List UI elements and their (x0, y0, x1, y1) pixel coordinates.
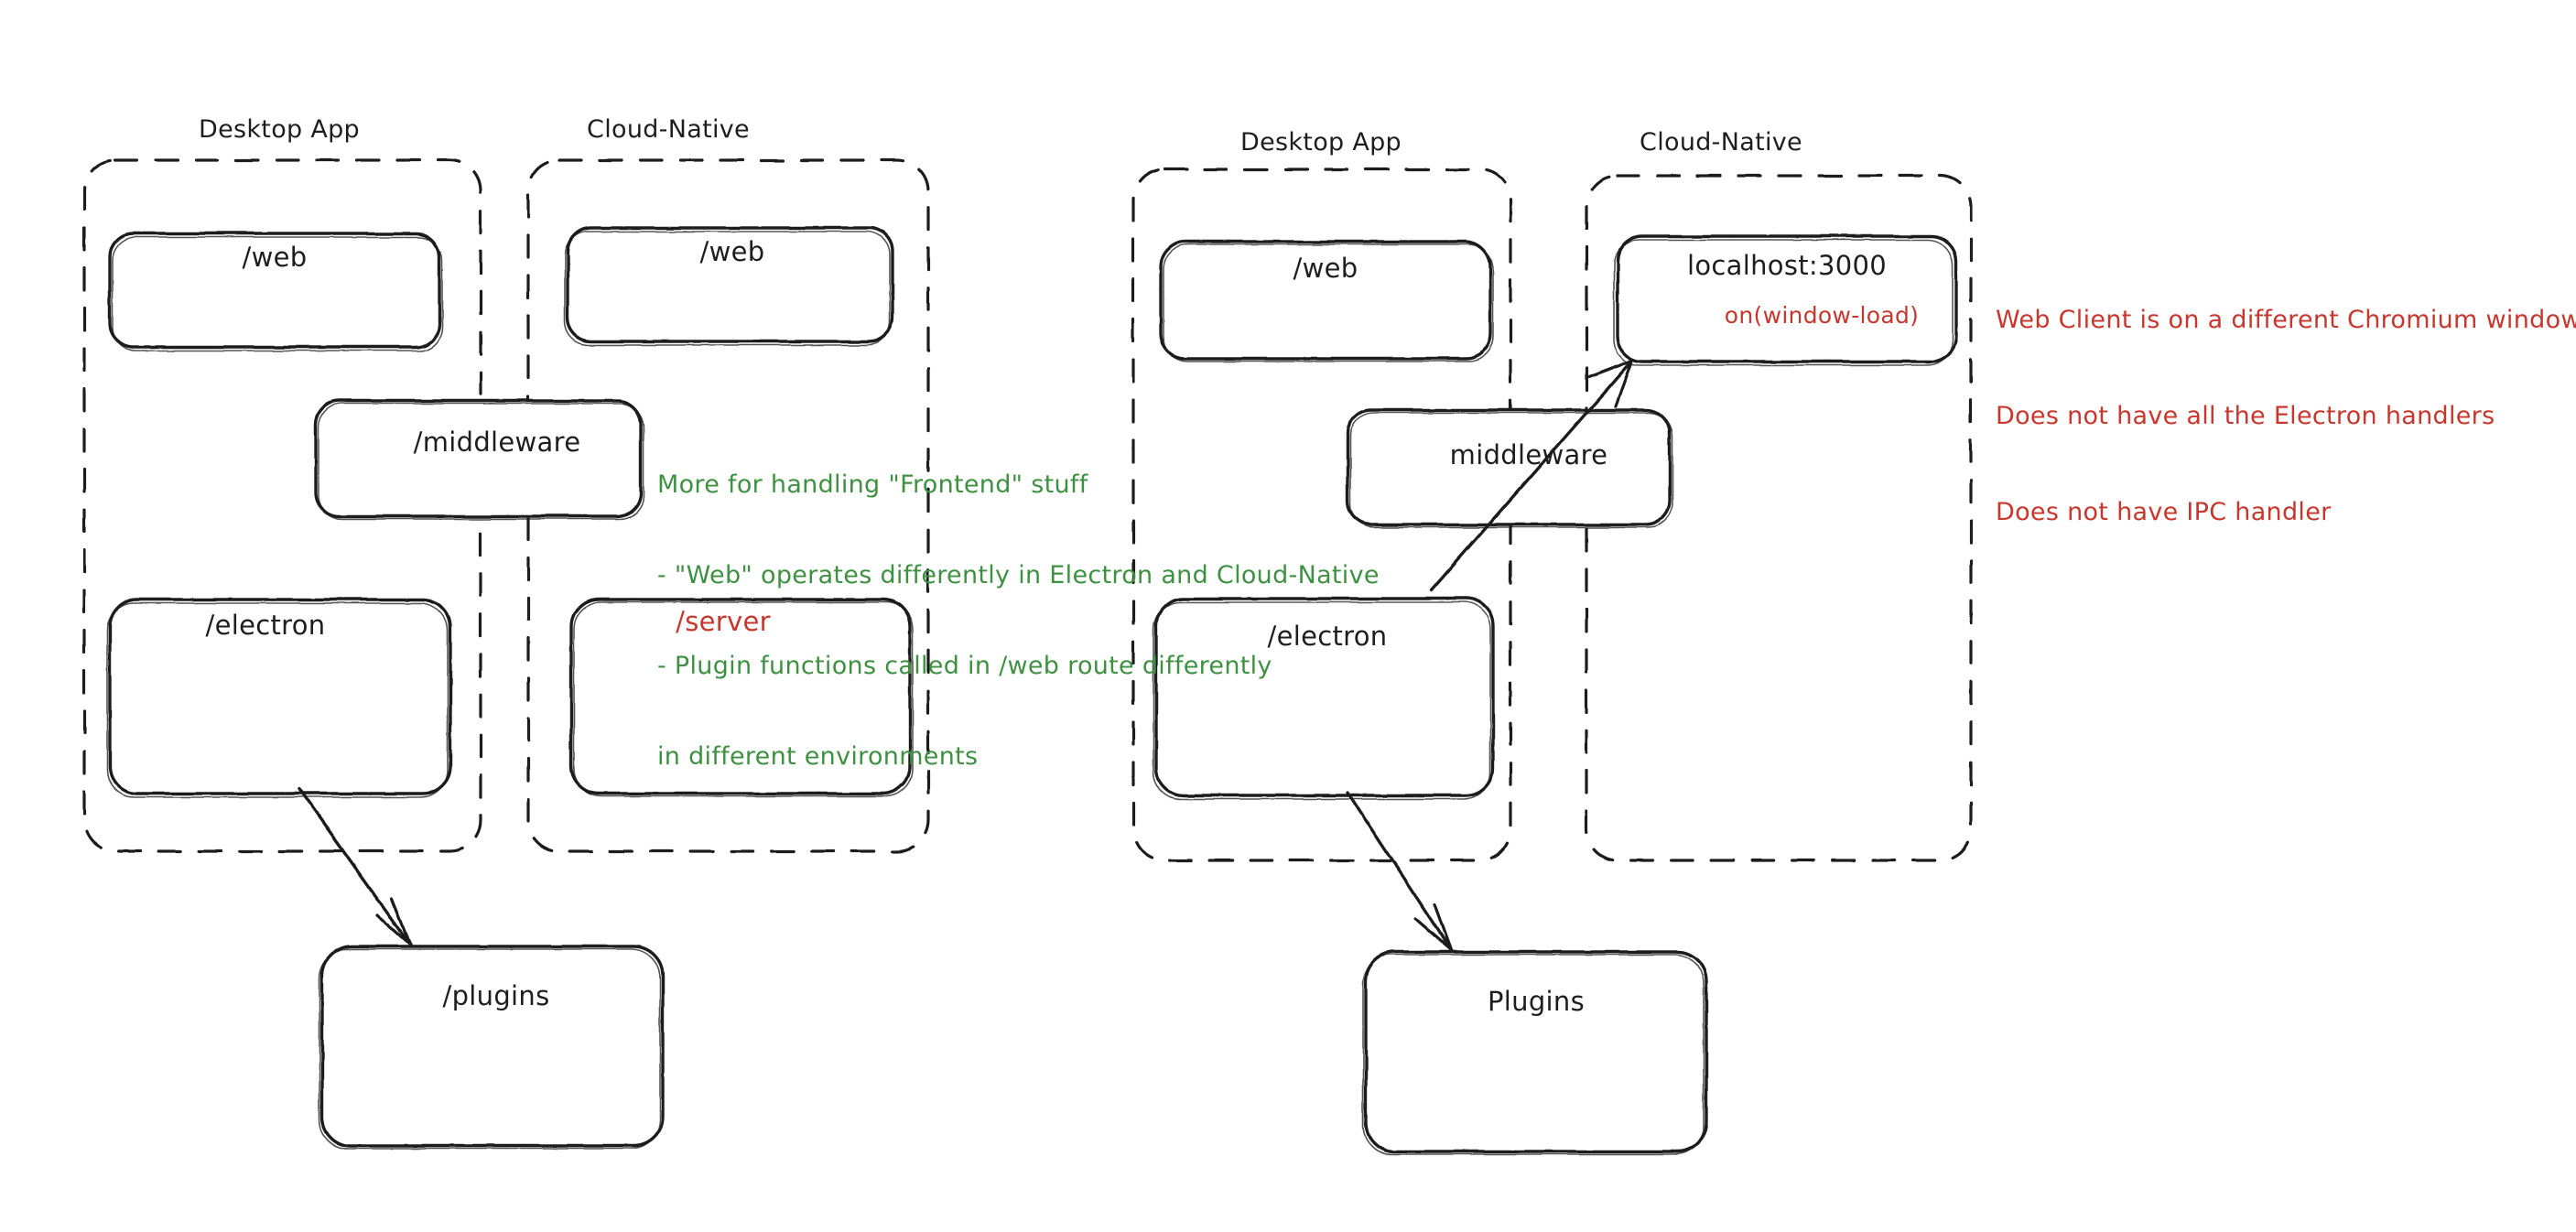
node-box-right-localhost[interactable] (1616, 234, 1958, 363)
node-box-right-desktop-web[interactable] (1159, 240, 1492, 361)
node-label-left-middleware: /middleware (413, 427, 581, 458)
node-label-left-plugins: /plugins (442, 980, 550, 1011)
node-sublabel-right-localhost-on-window-load: on(window-load) (1724, 302, 1920, 329)
node-box-left-plugins[interactable] (320, 945, 665, 1148)
node-label-right-desktop-web: /web (1293, 253, 1358, 284)
group-box-right-cloud-native (1585, 174, 1973, 862)
annotation-green-line-4: in different environments (657, 742, 979, 771)
node-box-left-plugins-shadow (319, 948, 661, 1150)
node-box-right-plugins[interactable] (1364, 950, 1708, 1153)
annotation-red-line-3: Does not have IPC handler (1996, 498, 2332, 526)
arrow-right-electron-to-localhost (1429, 359, 1634, 592)
arrow-right-electron-to-plugins (1346, 791, 1453, 952)
node-box-left-middleware[interactable] (314, 399, 643, 518)
node-box-left-server-shadow (573, 601, 914, 797)
node-box-right-desktop-web-shadow (1163, 243, 1494, 362)
group-box-left-cloud-native (526, 158, 930, 853)
annotation-green-line-1: More for handling "Frontend" stuff (657, 470, 1088, 499)
node-box-right-plugins-shadow (1362, 954, 1705, 1155)
node-label-left-electron: /electron (205, 610, 326, 641)
node-box-left-middleware-shadow (318, 403, 644, 520)
node-label-right-localhost: localhost:3000 (1687, 250, 1887, 281)
group-label-right-cloud-native: Cloud-Native (1640, 128, 1802, 157)
group-label-left-desktop-app: Desktop App (199, 115, 360, 144)
node-label-right-plugins: Plugins (1488, 986, 1585, 1017)
node-label-left-server: /server (676, 606, 771, 637)
node-label-right-electron: /electron (1267, 621, 1388, 652)
node-box-left-desktop-web-shadow (112, 236, 443, 351)
node-box-left-desktop-web[interactable] (108, 232, 441, 349)
group-label-right-desktop-app: Desktop App (1240, 128, 1402, 157)
node-box-left-server[interactable] (569, 598, 912, 795)
annotation-green-line-2: - "Web" operates differently in Electron… (657, 561, 1380, 589)
annotation-red-line-2: Does not have all the Electron handlers (1996, 402, 2495, 430)
node-box-right-electron[interactable] (1154, 597, 1495, 797)
arrow-left-electron-to-plugins (298, 787, 412, 946)
annotation-green-note: More for handling "Frontend" stuff - "We… (657, 409, 1380, 802)
node-box-right-localhost-shadow (1613, 239, 1954, 366)
node-label-left-desktop-web: /web (242, 242, 308, 273)
annotation-red-line-1: Web Client is on a different Chromium wi… (1996, 306, 2576, 334)
group-label-left-cloud-native: Cloud-Native (587, 115, 750, 144)
annotation-red-note: Web Client is on a different Chromium wi… (1996, 240, 2576, 560)
node-label-right-middleware: middleware (1449, 439, 1608, 470)
node-box-left-electron[interactable] (108, 598, 452, 795)
node-label-left-cloud-web: /web (699, 236, 765, 267)
annotation-green-line-3: - Plugin functions called in /web route … (657, 652, 1272, 680)
node-box-right-electron-shadow (1153, 601, 1491, 800)
node-box-right-middleware-shadow (1349, 412, 1673, 528)
node-box-left-cloud-web[interactable] (566, 226, 894, 343)
node-box-right-middleware[interactable] (1346, 408, 1672, 526)
node-box-left-cloud-web-shadow (564, 231, 891, 346)
node-box-left-electron-shadow (106, 602, 449, 798)
